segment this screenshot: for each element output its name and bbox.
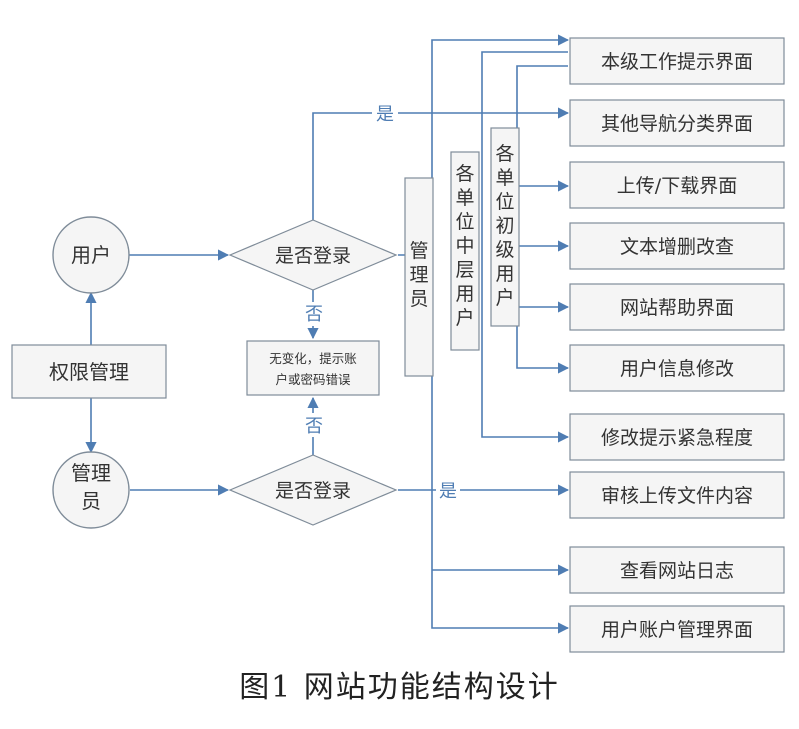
svg-text:无变化，提示账: 无变化，提示账: [269, 351, 357, 366]
svg-text:用户信息修改: 用户信息修改: [620, 358, 734, 380]
svg-text:户或密码错误: 户或密码错误: [275, 372, 351, 387]
function-box: 上传/下载界面: [569, 161, 785, 209]
junior-user-column: 各 单 位 初 级 用 户: [490, 127, 520, 327]
svg-text:级: 级: [495, 239, 514, 261]
error-message-box: 无变化，提示账 户或密码错误: [246, 340, 380, 396]
admin-login-decision: 是否登录: [228, 454, 398, 526]
function-box: 修改提示紧急程度: [569, 413, 785, 461]
svg-text:管理: 管理: [71, 461, 111, 485]
svg-text:各: 各: [495, 143, 514, 165]
function-box: 网站帮助界面: [569, 283, 785, 331]
svg-text:本级工作提示界面: 本级工作提示界面: [601, 51, 753, 73]
function-box: 审核上传文件内容: [569, 471, 785, 519]
admin-node: 管理 员: [52, 451, 130, 529]
svg-text:用: 用: [495, 263, 514, 285]
svg-text:位: 位: [495, 191, 514, 213]
svg-text:是否登录: 是否登录: [275, 245, 351, 267]
figure-caption: 图1 网站功能结构设计: [239, 670, 560, 705]
function-box: 其他导航分类界面: [569, 99, 785, 147]
svg-text:单: 单: [455, 187, 474, 209]
branch-labels: 是 否 否 是: [302, 100, 460, 502]
svg-text:审核上传文件内容: 审核上传文件内容: [601, 485, 753, 507]
svg-text:权限管理: 权限管理: [49, 360, 129, 384]
svg-text:是: 是: [439, 481, 457, 502]
svg-text:用户: 用户: [71, 243, 111, 267]
admin-role-column: 管 理 员: [404, 177, 434, 377]
svg-text:是: 是: [376, 104, 394, 125]
svg-text:查看网站日志: 查看网站日志: [620, 560, 734, 582]
svg-text:网站帮助界面: 网站帮助界面: [620, 297, 734, 319]
function-box: 用户信息修改: [569, 344, 785, 392]
svg-text:户: 户: [455, 307, 474, 329]
svg-text:员: 员: [409, 288, 428, 310]
svg-text:否: 否: [305, 416, 323, 437]
svg-text:单: 单: [495, 167, 514, 189]
svg-text:修改提示紧急程度: 修改提示紧急程度: [601, 427, 753, 449]
permission-box: 权限管理: [11, 344, 167, 399]
function-box: 用户账户管理界面: [569, 605, 785, 653]
svg-text:上传/下载界面: 上传/下载界面: [617, 175, 737, 197]
function-boxes: 本级工作提示界面 其他导航分类界面 上传/下载界面 文本增删改查 网站帮助界面 …: [569, 37, 785, 653]
svg-text:中: 中: [455, 235, 474, 257]
user-node: 用户: [52, 216, 130, 294]
svg-text:用: 用: [455, 283, 474, 305]
svg-text:初: 初: [495, 215, 514, 237]
function-box: 查看网站日志: [569, 546, 785, 594]
function-box: 本级工作提示界面: [569, 37, 785, 85]
function-box: 文本增删改查: [569, 222, 785, 270]
mid-user-column: 各 单 位 中 层 用 户: [450, 151, 480, 351]
svg-text:管: 管: [409, 240, 428, 262]
svg-text:员: 员: [81, 489, 101, 513]
svg-text:其他导航分类界面: 其他导航分类界面: [601, 113, 753, 135]
svg-text:文本增删改查: 文本增删改查: [620, 236, 734, 258]
svg-text:是否登录: 是否登录: [275, 480, 351, 502]
svg-text:位: 位: [455, 211, 474, 233]
svg-text:户: 户: [495, 287, 514, 309]
user-login-decision: 是否登录: [228, 219, 398, 291]
svg-text:层: 层: [455, 259, 474, 281]
svg-text:用户账户管理界面: 用户账户管理界面: [601, 619, 753, 641]
svg-text:理: 理: [409, 264, 428, 286]
svg-text:各: 各: [455, 163, 474, 185]
svg-text:否: 否: [305, 304, 323, 325]
